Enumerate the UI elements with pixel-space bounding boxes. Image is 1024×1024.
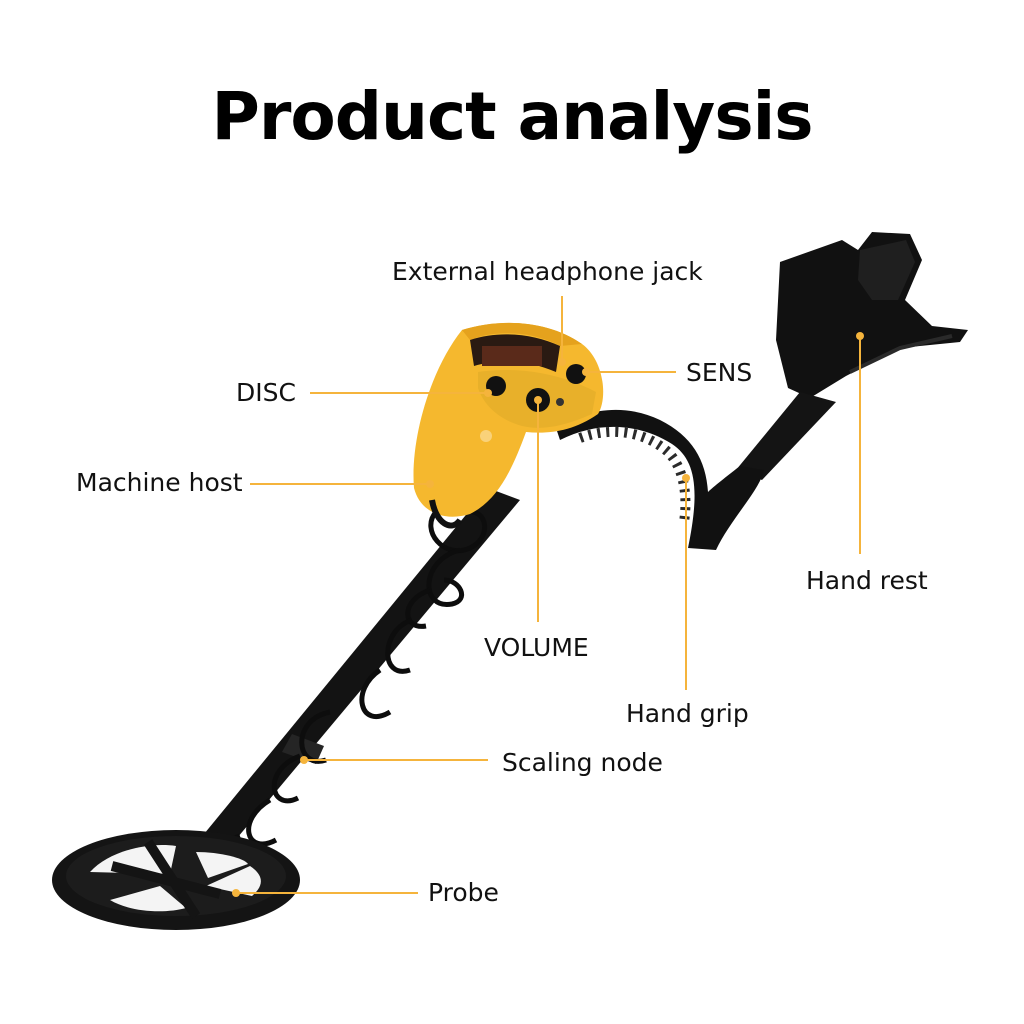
hand-grip	[556, 409, 764, 550]
label-disc: DISC	[236, 378, 296, 407]
label-hand-rest: Hand rest	[806, 566, 928, 595]
label-sens: SENS	[686, 358, 753, 387]
label-volume: VOLUME	[484, 633, 589, 662]
label-probe: Probe	[428, 878, 499, 907]
upper-shaft	[736, 392, 836, 480]
label-scaling-node: Scaling node	[502, 748, 663, 777]
label-machine-host: Machine host	[76, 468, 243, 497]
coil-cable	[206, 509, 488, 879]
callout-lines	[236, 296, 861, 894]
hand-rest	[776, 232, 968, 398]
probe-coil	[52, 830, 300, 930]
callout-dots	[232, 332, 864, 897]
machine-host	[413, 322, 604, 529]
lower-shaft	[186, 488, 520, 868]
page-title: Product analysis	[211, 78, 813, 155]
label-hand-grip: Hand grip	[626, 699, 749, 728]
label-external-headphone-jack: External headphone jack	[392, 257, 703, 286]
